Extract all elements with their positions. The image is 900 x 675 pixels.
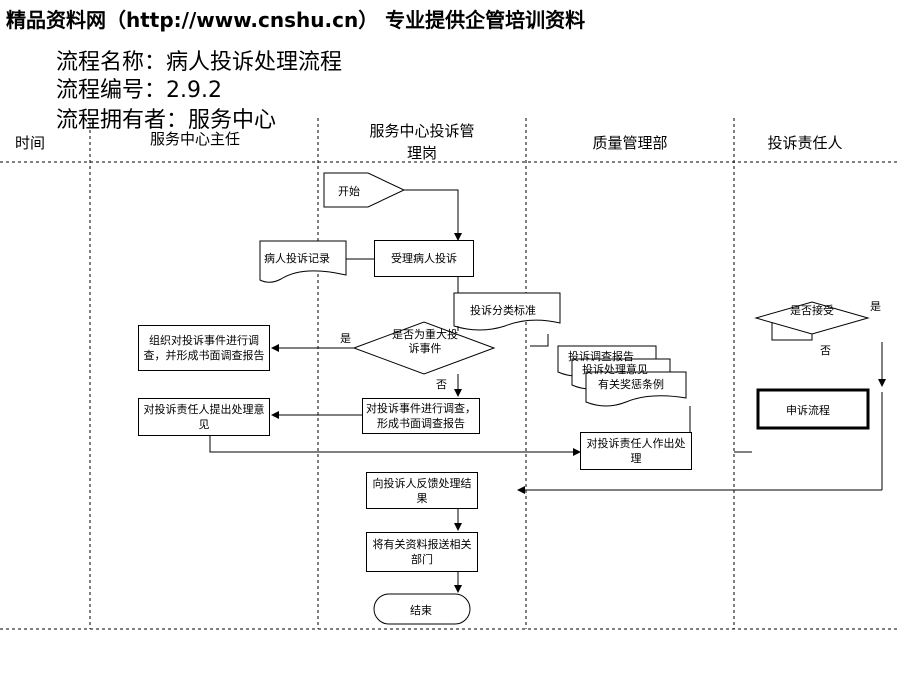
arrow-start-accept — [404, 189, 462, 241]
node-organize: 组织对投诉事件进行调查，并形成书面调查报告 — [138, 325, 270, 371]
decision-accept-no: 否 — [820, 344, 831, 357]
node-decision-accept-label: 是否接受 — [790, 304, 834, 317]
decision-major-yes: 是 — [340, 332, 351, 345]
appeal-box-shape — [756, 388, 870, 430]
node-accept: 受理病人投诉 — [374, 240, 474, 277]
process-name-label: 流程名称： — [56, 50, 167, 75]
doc-opinion-label: 投诉处理意见 — [582, 363, 648, 376]
node-decision-major-label: 是否为重大投诉事件 — [392, 328, 458, 355]
site-banner: 精品资料网（http://www.cnshu.cn） 专业提供企管培训资料 — [6, 8, 586, 32]
node-feedback: 向投诉人反馈处理结果 — [366, 472, 478, 509]
standard-document-shape — [453, 292, 561, 331]
process-code: 流程编号：2.9.2 — [56, 72, 222, 104]
decision-accept-shape — [754, 301, 870, 335]
process-owner-value: 服务中心 — [188, 108, 277, 133]
decision-major-shape — [352, 321, 496, 375]
doc-rules-label: 有关奖惩条例 — [598, 378, 664, 391]
doc-stack-3-shape — [585, 371, 687, 407]
swimlane-grid — [0, 118, 900, 630]
process-code-value: 2.9.2 — [166, 78, 222, 103]
lane-header-time: 时间 — [14, 134, 45, 152]
node-standard-label: 投诉分类标准 — [470, 304, 536, 317]
end-shape — [373, 593, 471, 625]
node-investigate: 对投诉事件进行调查，形成书面调查报告 — [362, 398, 480, 434]
arrow-opinion-handle — [209, 436, 581, 456]
process-name-value: 病人投诉处理流程 — [166, 50, 343, 75]
node-report: 将有关资料报送相关部门 — [366, 532, 478, 572]
node-start-label: 开始 — [338, 185, 360, 198]
decision-accept-yes: 是 — [870, 300, 881, 313]
node-record-label: 病人投诉记录 — [264, 252, 330, 265]
node-appeal-label: 申诉流程 — [786, 404, 830, 417]
node-opinion: 对投诉责任人提出处理意见 — [138, 398, 270, 436]
node-handle: 对投诉责任人作出处理 — [580, 432, 692, 470]
process-owner-label: 流程拥有者： — [56, 108, 189, 133]
doc-report-label: 投诉调查报告 — [568, 350, 634, 363]
process-name: 流程名称：病人投诉处理流程 — [56, 44, 342, 76]
lane-header-director: 服务中心主任 — [149, 130, 240, 148]
process-code-label: 流程编号： — [56, 78, 167, 103]
start-shape — [323, 172, 406, 208]
process-owner: 流程拥有者：服务中心 — [56, 102, 276, 134]
decision-major-no: 否 — [436, 378, 447, 391]
lane-header-post: 服务中心投诉管理岗 — [369, 122, 475, 162]
lane-header-responsible: 投诉责任人 — [767, 134, 843, 152]
record-document-shape — [259, 240, 347, 283]
arrow-accept-no — [771, 322, 813, 341]
lane-header-quality: 质量管理部 — [592, 134, 668, 152]
node-end-label: 结束 — [410, 604, 432, 617]
